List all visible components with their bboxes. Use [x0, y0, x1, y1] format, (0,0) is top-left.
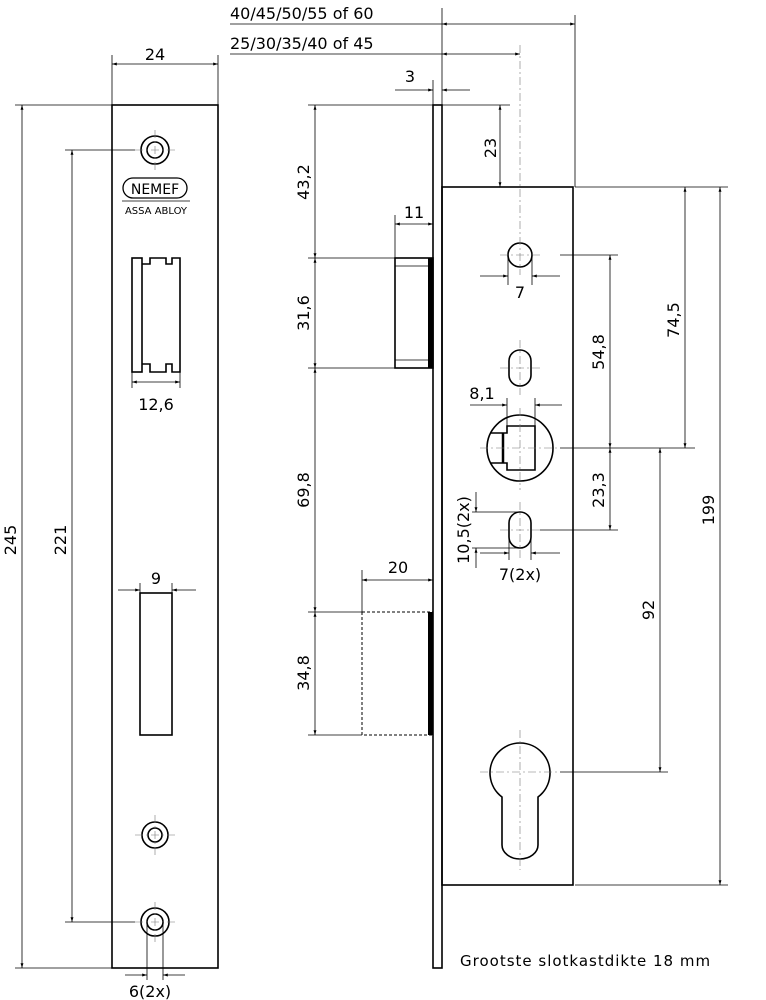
- dim-label: 3: [405, 67, 415, 86]
- dim-top-to-case: 23: [442, 104, 510, 187]
- dead-bolt: [361, 611, 434, 736]
- case-thickness-note: Grootste slotkastdikte 18 mm: [460, 952, 711, 970]
- dim-backset-60: 40/45/50/55 of 60: [230, 4, 576, 187]
- dim-label: 6(2x): [129, 982, 171, 1000]
- dim-spindle: 8,1: [469, 384, 562, 426]
- dim-slot-height: 10,5(2x): [454, 492, 520, 568]
- dim-total-height: 245: [1, 104, 112, 969]
- dim-label: 245: [1, 525, 20, 556]
- faceplate-view: NEMEF ASSA ABLOY 24 245: [1, 45, 219, 1000]
- dim-label: 199: [699, 495, 718, 526]
- latch-opening: [131, 257, 181, 373]
- logo-text: NEMEF: [131, 182, 179, 198]
- dim-width: 24: [111, 45, 219, 105]
- dim-right: 54,8 23,3 74,5 92 199: [540, 186, 728, 886]
- dim-latch-width: 12,6: [131, 372, 181, 414]
- hole-top: [500, 45, 540, 275]
- dim-label: 10,5(2x): [454, 496, 473, 564]
- dim-screw-hole: 6(2x): [125, 922, 185, 1000]
- side-view: 40/45/50/55 of 60 25/30/35/40 of 45 3 23: [230, 4, 728, 970]
- dim-bolt-width: 9: [118, 569, 196, 593]
- dim-plate-thickness: 3: [395, 67, 470, 105]
- dim-label: 11: [404, 203, 424, 222]
- dim-label: 25/30/35/40 of 45: [230, 34, 374, 53]
- spindle-hub: [480, 408, 560, 490]
- dim-backset-45: 25/30/35/40 of 45: [230, 34, 520, 56]
- dim-label: 24: [145, 45, 165, 64]
- dim-hole-dia: 7: [480, 255, 560, 302]
- dim-label: 20: [388, 558, 408, 577]
- dim-label: 7: [515, 283, 525, 302]
- dim-label: 74,5: [664, 302, 683, 338]
- dim-label: 69,8: [294, 472, 313, 508]
- nemef-logo: NEMEF ASSA ABLOY: [122, 177, 190, 217]
- dim-label: 221: [51, 525, 70, 556]
- dim-latch-throw: 11: [394, 203, 433, 258]
- dim-label: 40/45/50/55 of 60: [230, 4, 374, 23]
- dim-label: 34,8: [294, 655, 313, 691]
- dim-label: 7(2x): [499, 565, 541, 584]
- cylinder-cutout: [480, 730, 560, 870]
- screw-hole-top: [135, 130, 175, 170]
- dim-label: 92: [639, 600, 658, 620]
- screw-hole-middle: [135, 815, 175, 855]
- slot-upper: [500, 340, 540, 395]
- faceplate-outline: [111, 104, 219, 969]
- dim-label: 23: [481, 138, 500, 158]
- dim-label: 8,1: [469, 384, 494, 403]
- dim-label: 31,6: [294, 295, 313, 331]
- dim-screw-spacing: 221: [51, 149, 135, 923]
- dim-label: 9: [151, 569, 161, 588]
- dim-label: 23,3: [589, 472, 608, 508]
- slot-lower: [500, 502, 540, 560]
- bolt-opening: [139, 592, 173, 736]
- logo-subtext: ASSA ABLOY: [125, 206, 188, 217]
- dim-label: 12,6: [138, 395, 174, 414]
- screw-hole-bottom: [135, 902, 175, 942]
- dim-label: 43,2: [294, 164, 313, 200]
- dim-bolt-throw: 20: [361, 558, 433, 612]
- dim-slot-width: 7(2x): [480, 530, 560, 584]
- latch-bolt: [394, 257, 434, 369]
- lock-case: [441, 186, 574, 886]
- faceplate-side: [432, 104, 443, 969]
- dim-label: 54,8: [589, 334, 608, 370]
- dim-left-chain: 43,2 31,6 69,8 34,8: [294, 104, 433, 736]
